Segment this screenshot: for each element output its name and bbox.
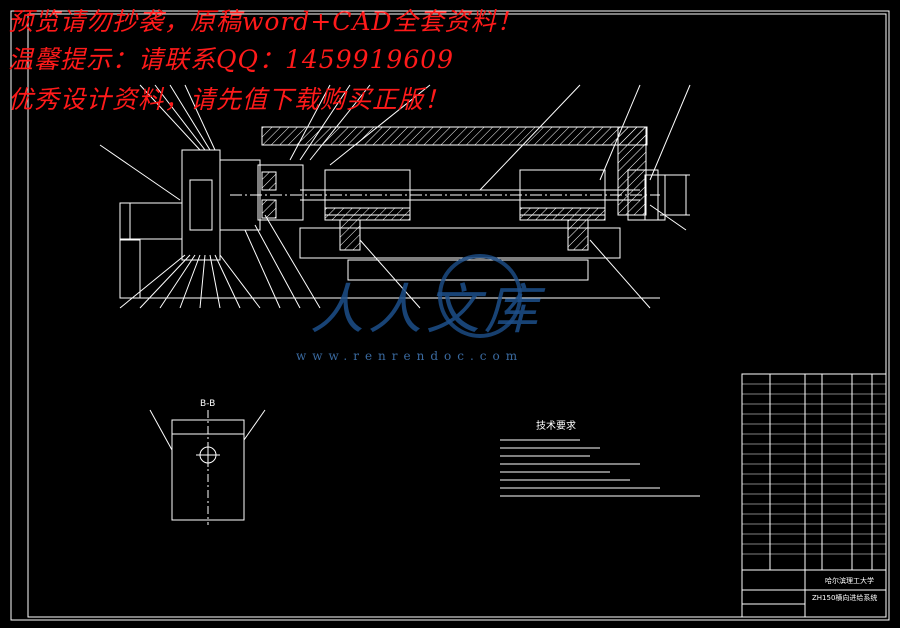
saddle-plate <box>299 227 621 259</box>
sheet-outer-border <box>10 10 890 621</box>
technical-notes <box>500 439 700 497</box>
titleblock-drawing-name: ZH150横向进给系统 <box>812 594 878 602</box>
sheet-inner-border <box>27 13 887 618</box>
top-cover-hatched <box>261 126 648 146</box>
motor <box>119 202 183 240</box>
banner-line-1: 预览请勿抄袭，原稿word+CAD全套资料！ <box>8 7 523 36</box>
section-view-b-b <box>149 409 266 525</box>
parts-list-and-title-block <box>741 373 887 618</box>
parts-list-rows <box>742 383 886 555</box>
section-label: B-B <box>200 399 216 409</box>
watermark-url: www.renrendoc.com <box>296 349 524 363</box>
banner-line-3: 优秀设计资料，请先值下载购买正版！ <box>8 85 451 114</box>
watermark-logo: 人人文库 <box>310 278 542 341</box>
right-housing-hatched <box>617 126 647 216</box>
titleblock-organization: 哈尔滨理工大学 <box>825 577 874 585</box>
gearbox-housing <box>181 149 221 261</box>
banner-line-2: 温馨提示：请联系QQ：1459919609 <box>8 45 455 74</box>
watermark-circle <box>438 254 522 338</box>
notes-title: 技术要求 <box>536 421 576 432</box>
main-assembly-view <box>99 84 691 309</box>
